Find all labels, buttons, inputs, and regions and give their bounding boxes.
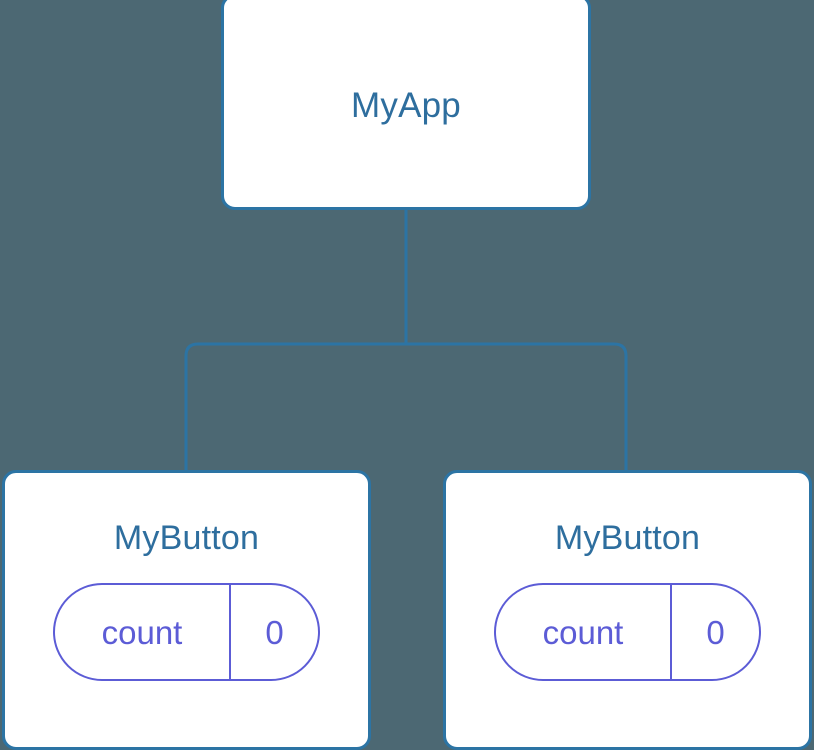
state-pill[interactable]: count 0 — [53, 583, 320, 681]
component-node-title: MyApp — [351, 85, 461, 125]
component-node-mybutton-right[interactable]: MyButton count 0 — [443, 470, 812, 750]
component-node-myapp[interactable]: MyApp — [221, 0, 591, 210]
component-node-title: MyButton — [554, 519, 701, 557]
state-pill-value: 0 — [229, 585, 318, 679]
state-pill-value: 0 — [670, 585, 759, 679]
state-pill[interactable]: count 0 — [494, 583, 761, 681]
state-pill-key: count — [542, 613, 624, 651]
state-pill-key: count — [101, 613, 183, 651]
connector-to-left-child — [184, 342, 406, 472]
connector-to-right-child — [406, 342, 628, 472]
component-node-mybutton-left[interactable]: MyButton count 0 — [2, 470, 371, 750]
component-node-title: MyButton — [113, 519, 260, 557]
